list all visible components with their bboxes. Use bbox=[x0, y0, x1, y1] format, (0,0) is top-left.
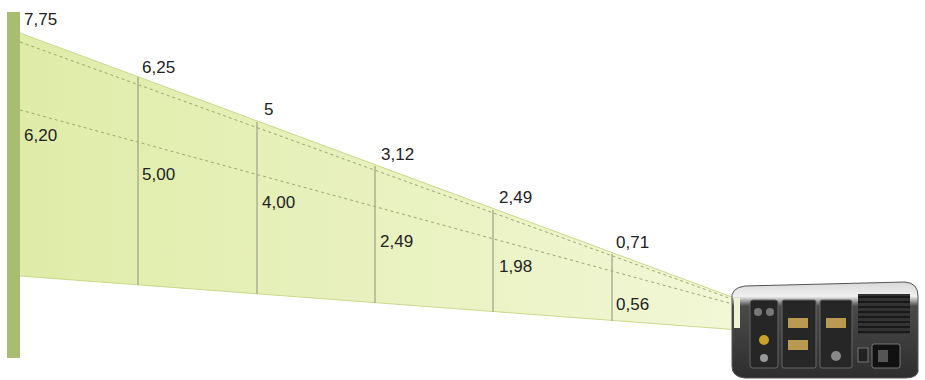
dashed-line bbox=[20, 42, 740, 302]
dimension-label: 5 bbox=[264, 100, 273, 120]
dimension-label: 6,20 bbox=[24, 126, 57, 146]
projector bbox=[732, 282, 918, 378]
dimension-label: 0,56 bbox=[616, 295, 649, 315]
screen-lines bbox=[138, 77, 612, 321]
beam-edge bbox=[20, 33, 740, 300]
dimension-label: 2,49 bbox=[380, 232, 413, 252]
dashed-line bbox=[20, 110, 740, 306]
light-beam bbox=[20, 33, 740, 330]
dimension-label: 3,12 bbox=[381, 145, 414, 165]
beam-edge bbox=[20, 276, 740, 330]
dimension-label: 4,00 bbox=[262, 193, 295, 213]
dimension-label: 7,75 bbox=[24, 10, 57, 30]
dimension-label: 5,00 bbox=[142, 165, 175, 185]
dimension-label: 0,71 bbox=[616, 233, 649, 253]
dimension-label: 2,49 bbox=[499, 188, 532, 208]
dimension-label: 1,98 bbox=[499, 257, 532, 277]
wall bbox=[7, 12, 20, 358]
dimension-label: 6,25 bbox=[142, 58, 175, 78]
